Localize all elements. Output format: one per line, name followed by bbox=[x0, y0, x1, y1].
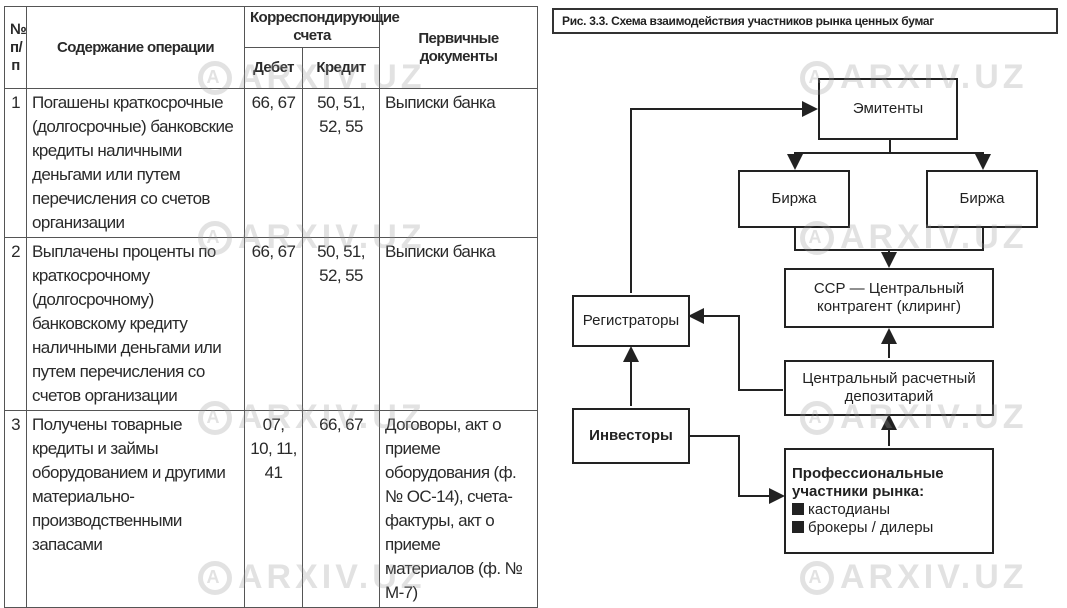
node-registrators: Регистраторы bbox=[572, 295, 690, 347]
table-row: 3 Получены товарные кредиты и займы обор… bbox=[4, 410, 538, 608]
node-birzha-right: Биржа bbox=[926, 170, 1038, 228]
row-num: 1 bbox=[4, 88, 27, 238]
node-investors: Инвесторы bbox=[572, 408, 690, 464]
row-num: 2 bbox=[4, 237, 27, 411]
square-bullet-icon bbox=[792, 521, 804, 533]
pro-item-label: брокеры / дилеры bbox=[808, 519, 934, 536]
header-num: № п/п bbox=[4, 6, 27, 89]
row-content: Выплачены проценты по краткосрочному (до… bbox=[26, 237, 245, 411]
link-investors-pro bbox=[690, 435, 785, 504]
link-emitents-split bbox=[787, 140, 891, 170]
pro-item-custodians: кастодианы bbox=[792, 501, 890, 519]
node-birzha-left: Биржа bbox=[738, 170, 850, 228]
node-emitents: Эмитенты bbox=[818, 78, 958, 140]
node-ccp: ССР — Центральный контрагент (клиринг) bbox=[784, 268, 994, 328]
row-credit: 66, 67 bbox=[301, 410, 381, 608]
link-emitents-right bbox=[890, 152, 991, 170]
node-pro-participants: Профессиональные участники рынка: кастод… bbox=[784, 448, 994, 554]
header-credit: Кредит bbox=[301, 47, 381, 89]
link-registrators-emitents bbox=[630, 101, 818, 293]
figure-caption: Рис. 3.3. Схема взаимодействия участнико… bbox=[552, 8, 1058, 34]
operations-table: № п/п Содержание операции Корреспондирую… bbox=[4, 6, 538, 608]
header-debit: Дебет bbox=[244, 47, 303, 89]
pro-participants-title: Профессиональные участники рынка: bbox=[792, 465, 944, 500]
row-debit: 66, 67 bbox=[244, 88, 303, 238]
header-docs: Первичные документы bbox=[379, 6, 538, 89]
row-credit: 50, 51, 52, 55 bbox=[301, 88, 381, 238]
operations-table-region: № п/п Содержание операции Корреспондирую… bbox=[4, 6, 538, 608]
pro-item-label: кастодианы bbox=[808, 501, 890, 518]
row-debit: 66, 67 bbox=[244, 237, 303, 411]
row-credit: 50, 51, 52, 55 bbox=[301, 237, 381, 411]
row-docs: Договоры, акт о приеме оборудования (ф. … bbox=[379, 410, 538, 608]
pro-item-brokers: брокеры / дилеры bbox=[792, 519, 933, 537]
link-birzha-ccp bbox=[794, 228, 984, 251]
market-participants-diagram: Рис. 3.3. Схема взаимодействия участнико… bbox=[550, 8, 1064, 596]
row-content: Получены товарные кредиты и займы оборуд… bbox=[26, 410, 245, 608]
row-docs: Выписки банка bbox=[379, 237, 538, 411]
header-accounts: Корреспондирующие счета bbox=[243, 6, 400, 48]
header-content: Содержание операции bbox=[26, 6, 245, 89]
row-content: Погашены краткосрочные (долгосрочные) ба… bbox=[26, 88, 245, 238]
row-docs: Выписки банка bbox=[379, 88, 538, 238]
row-num: 3 bbox=[4, 410, 27, 608]
node-csd: Центральный расчетный депозитарий bbox=[784, 360, 994, 416]
diagram-connectors bbox=[623, 101, 991, 504]
table-row: 1 Погашены краткосрочные (долгосрочные) … bbox=[4, 88, 538, 238]
row-debit: 07, 10, 11, 41 bbox=[244, 410, 303, 608]
table-row: 2 Выплачены проценты по краткосрочному (… bbox=[4, 237, 538, 411]
link-csd-registrators bbox=[688, 308, 783, 391]
square-bullet-icon bbox=[792, 503, 804, 515]
